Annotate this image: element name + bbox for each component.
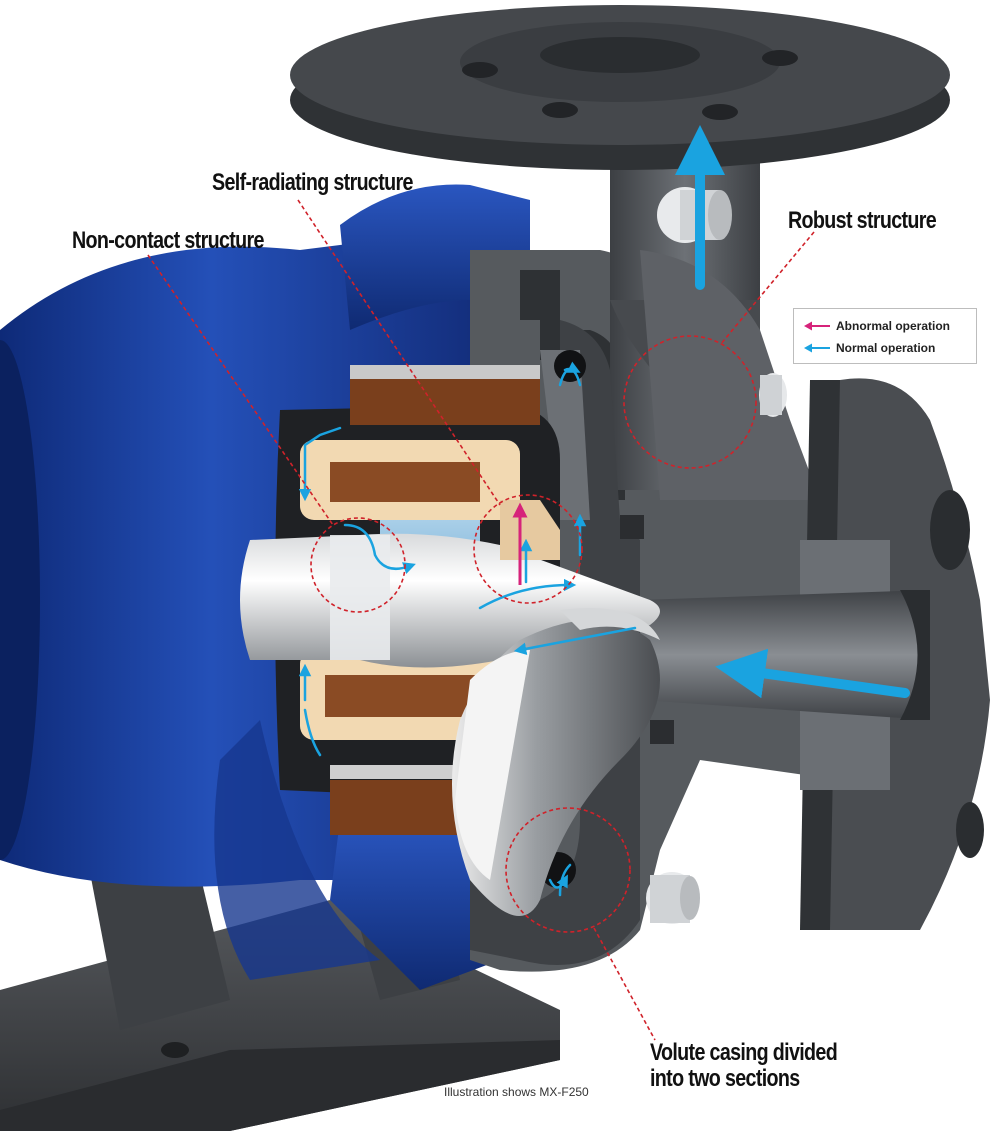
bolt-icon	[646, 872, 700, 924]
callout-circle-volute	[505, 807, 631, 933]
label-non-contact: Non-contact structure	[72, 227, 264, 254]
legend-item-abnormal: Abnormal operation	[804, 317, 950, 335]
callout-circle-self-radiating	[473, 494, 583, 604]
label-volute-line2: into two sections	[650, 1065, 800, 1092]
label-self-radiating: Self-radiating structure	[212, 169, 413, 196]
label-robust: Robust structure	[788, 207, 937, 234]
arrow-left-icon	[804, 343, 830, 353]
callout-circle-non-contact	[310, 517, 406, 613]
callout-circle-robust	[623, 335, 757, 469]
legend-label-abnormal: Abnormal operation	[836, 319, 951, 333]
bolt-icon	[759, 373, 787, 417]
normal-flow-arrows	[298, 125, 910, 897]
impeller	[452, 608, 660, 916]
legend-label-normal: Normal operation	[836, 341, 936, 355]
bolt-icon	[657, 187, 732, 243]
callout-leaders	[147, 199, 815, 1041]
flow-legend: Abnormal operation Normal operation	[793, 308, 977, 364]
legend-item-normal: Normal operation	[804, 339, 935, 357]
bolts	[646, 187, 787, 924]
label-volute-line1: Volute casing divided	[650, 1039, 838, 1066]
illustration-caption: Illustration shows MX-F250	[444, 1085, 589, 1099]
arrow-left-icon	[804, 321, 830, 331]
